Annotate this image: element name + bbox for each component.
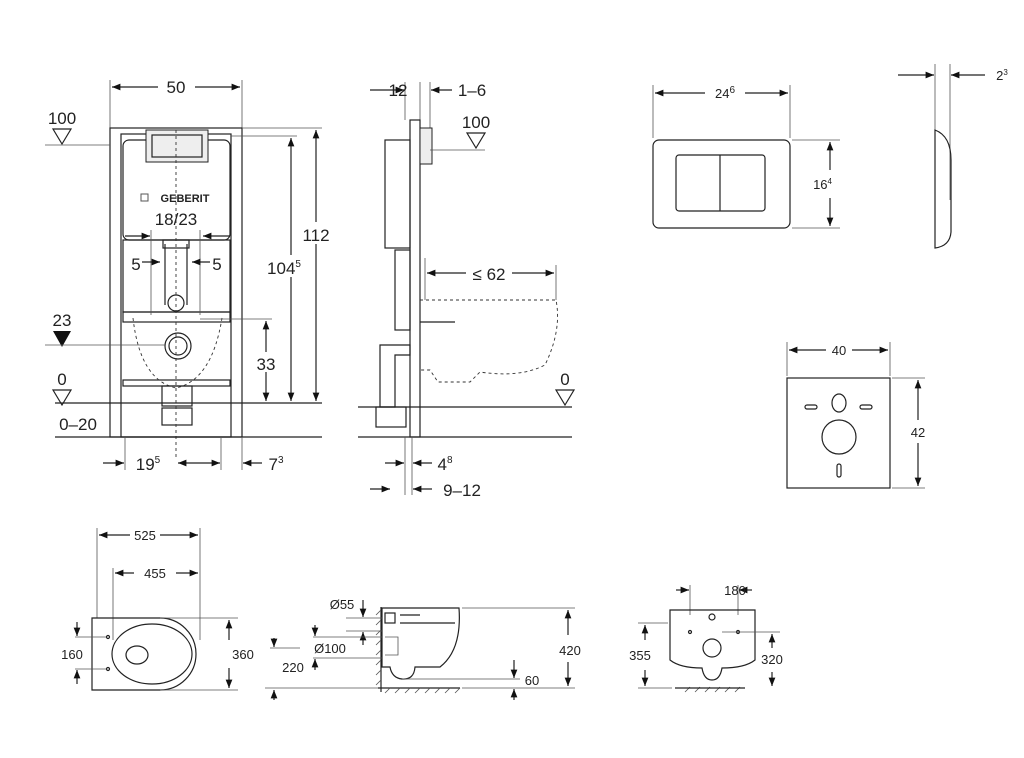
sound-pad (786, 377, 891, 489)
level-100-label: 100 (48, 109, 76, 128)
toilet-height-label: 420 (559, 643, 581, 658)
height-33-label: 33 (257, 355, 276, 374)
fixing-spacing-label: 160 (61, 647, 83, 662)
bottom-7-3-label: 73 (268, 455, 283, 474)
toilet-top-view: 525 455 160 360 (61, 528, 254, 691)
pad-height-label: 42 (911, 425, 925, 440)
offset-left-label: 5 (131, 255, 140, 274)
side-level-100-label: 100 (462, 113, 490, 132)
side-depth-label: 12 (389, 81, 408, 100)
side-offset-b-label: 9–12 (443, 481, 481, 500)
rear-height-label: 355 (629, 648, 651, 663)
plate-height-label: 164 (813, 177, 832, 192)
level-0-label: 0 (57, 370, 66, 389)
pad-width-label: 40 (832, 343, 846, 358)
toilet-outline (420, 299, 558, 383)
flush-plate (652, 139, 791, 229)
offset-right-label: 5 (212, 255, 221, 274)
side-offset-a-label: 48 (437, 455, 452, 474)
toilet-bowl-rear (669, 609, 756, 681)
outlet-diameter-label: Ø100 (314, 641, 346, 656)
side-level-0-label: 0 (560, 370, 569, 389)
toilet-bowl-top (91, 617, 197, 691)
height-112-label: 112 (302, 226, 329, 245)
plate-thickness-label: 23 (996, 68, 1008, 83)
height-104-5-label: 1045 (267, 259, 301, 278)
plate-width-label: 246 (715, 85, 735, 101)
outlet-height-label: 220 (282, 660, 304, 675)
toilet-rear-view: 180 355 320 (629, 583, 783, 693)
inlet-diameter-label: Ø55 (330, 597, 355, 612)
sound-pad-view: 40 42 (786, 342, 925, 489)
flush-opening-label: 18/23 (155, 210, 198, 229)
floor-range-label: 0–20 (59, 415, 97, 434)
level-23-label: 23 (53, 311, 72, 330)
trap-label: 60 (525, 673, 539, 688)
plate-profile (934, 129, 952, 249)
frame-width-label: 50 (167, 78, 186, 97)
frame-front-view: 50 GEBERIT 18/23 5 5 100 23 0 0–20 112 1… (45, 78, 332, 474)
frame-side-view: 12 1–6 100 ≤ 62 0 48 9–12 (358, 81, 576, 500)
projection-label: ≤ 62 (473, 265, 506, 284)
rear-fixing-width-label: 180 (724, 583, 746, 598)
side-gap-label: 1–6 (458, 81, 486, 100)
rear-outlet-height-label: 320 (761, 652, 783, 667)
fixing-length-label: 455 (144, 566, 166, 581)
toilet-width-label: 360 (232, 647, 254, 662)
bottom-19-5-label: 195 (136, 455, 161, 474)
toilet-length-label: 525 (134, 528, 156, 543)
toilet-side-view: Ø55 Ø100 220 420 60 (265, 597, 581, 700)
flush-plate-view: 246 164 23 (652, 64, 1008, 249)
toilet-bowl-side (381, 607, 460, 680)
brand-logo: GEBERIT (161, 193, 210, 205)
